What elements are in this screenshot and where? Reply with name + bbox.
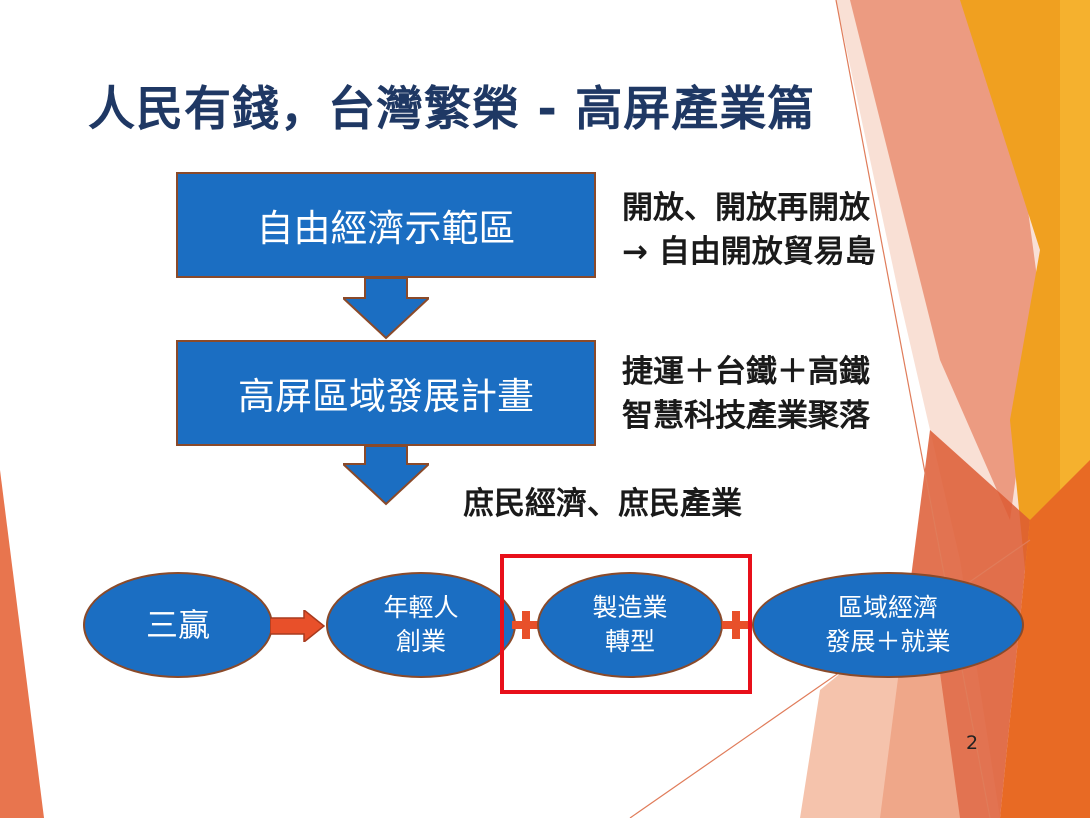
slide-title: 人民有錢，台灣繁榮 - 高屏產業篇: [88, 82, 816, 137]
down-arrow-2: [343, 446, 429, 506]
youth-startup-line-2: 創業: [395, 627, 446, 656]
highlight-frame: [500, 554, 752, 694]
right-arrow: [270, 610, 326, 642]
openness-note: 開放、開放再開放 → 自由開放貿易島: [622, 186, 876, 274]
manufacturing-line-2: 轉型: [604, 627, 655, 656]
decor-line-1: [835, 0, 991, 818]
openness-note-line-2: → 自由開放貿易島: [622, 234, 876, 270]
transport-note-line-2: 智慧科技產業聚落: [622, 398, 870, 434]
right-facet-salmon: [850, 0, 1040, 520]
plus-icon-2: [722, 611, 750, 639]
triple-win-label: 三贏: [145, 606, 210, 644]
left-accent-shape: [0, 470, 44, 818]
openness-note-line-1: 開放、開放再開放: [622, 190, 870, 226]
manufacturing-transformation-oval: 製造業 轉型: [537, 572, 723, 678]
regional-plan-box: 高屏區域發展計畫: [176, 340, 596, 446]
plus-icon-1: [512, 611, 540, 639]
triple-win-oval: 三贏: [83, 572, 273, 678]
transport-note-line-1: 捷運＋台鐵＋高鐵: [622, 354, 870, 390]
youth-startup-line-1: 年輕人: [383, 593, 459, 622]
manufacturing-line-1: 製造業: [592, 593, 668, 622]
page-number: 2: [966, 732, 979, 754]
regional-economy-oval: 區域經濟 發展＋就業: [752, 572, 1024, 678]
grassroots-economy-note: 庶民經濟、庶民產業: [463, 486, 742, 522]
right-facet-bright: [1000, 460, 1090, 818]
transport-note: 捷運＋台鐵＋高鐵 智慧科技產業聚落: [622, 350, 870, 438]
youth-startup-oval: 年輕人 創業: [326, 572, 516, 678]
free-economy-box: 自由經濟示範區: [176, 172, 596, 278]
regional-economy-line-2: 發展＋就業: [825, 627, 951, 656]
down-arrow-1: [343, 278, 429, 340]
regional-economy-line-1: 區域經濟: [837, 593, 938, 622]
